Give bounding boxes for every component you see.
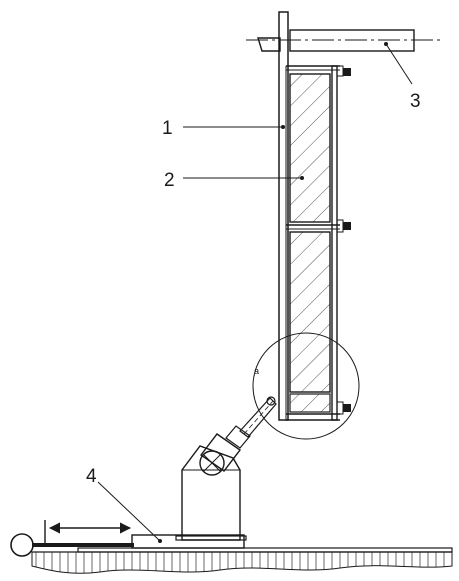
impactor-shaft-center xyxy=(243,400,274,435)
stand-body xyxy=(181,445,241,541)
leader-3-dot xyxy=(384,42,388,46)
leader-4-dot xyxy=(158,539,162,543)
vertical-frame xyxy=(278,11,340,421)
impactor-shaft xyxy=(239,397,277,438)
label-1: 1 xyxy=(162,118,173,139)
detail-circle xyxy=(252,332,360,440)
leader-3 xyxy=(385,43,413,85)
impactor-collar xyxy=(225,425,251,449)
panel-bottom-strip xyxy=(289,393,331,413)
stand-base xyxy=(175,535,247,541)
label-3: 3 xyxy=(410,91,421,112)
carriage-block xyxy=(131,534,245,549)
bolt-top xyxy=(336,65,351,77)
sliding-carriage xyxy=(10,520,245,557)
bolt-middle xyxy=(336,219,351,233)
carriage-rod xyxy=(32,543,134,547)
panel-lower xyxy=(289,231,331,393)
beam-body xyxy=(289,29,415,52)
specimen-panels xyxy=(289,73,331,413)
impactor-tip xyxy=(266,396,276,406)
handwheel xyxy=(10,533,34,557)
frame-left-plate xyxy=(278,11,289,421)
floor xyxy=(31,547,453,574)
frame-right-plate xyxy=(331,65,338,421)
bolts xyxy=(336,65,351,415)
leader-2-dot xyxy=(300,176,304,180)
leader-4 xyxy=(97,481,161,542)
beam-end-chamfer xyxy=(257,37,281,52)
label-4: 4 xyxy=(86,466,97,487)
ground-hatching xyxy=(31,551,453,574)
top-beam xyxy=(246,29,440,52)
leaders xyxy=(97,42,413,543)
panel-upper xyxy=(289,73,331,223)
label-2: 2 xyxy=(164,170,175,191)
impactor-head xyxy=(200,433,241,472)
detail-label: a xyxy=(254,366,259,376)
pivot-joint xyxy=(199,450,225,476)
leader-1-dot xyxy=(281,125,285,129)
impact-stand xyxy=(175,396,277,541)
bolt-bottom xyxy=(336,401,351,415)
